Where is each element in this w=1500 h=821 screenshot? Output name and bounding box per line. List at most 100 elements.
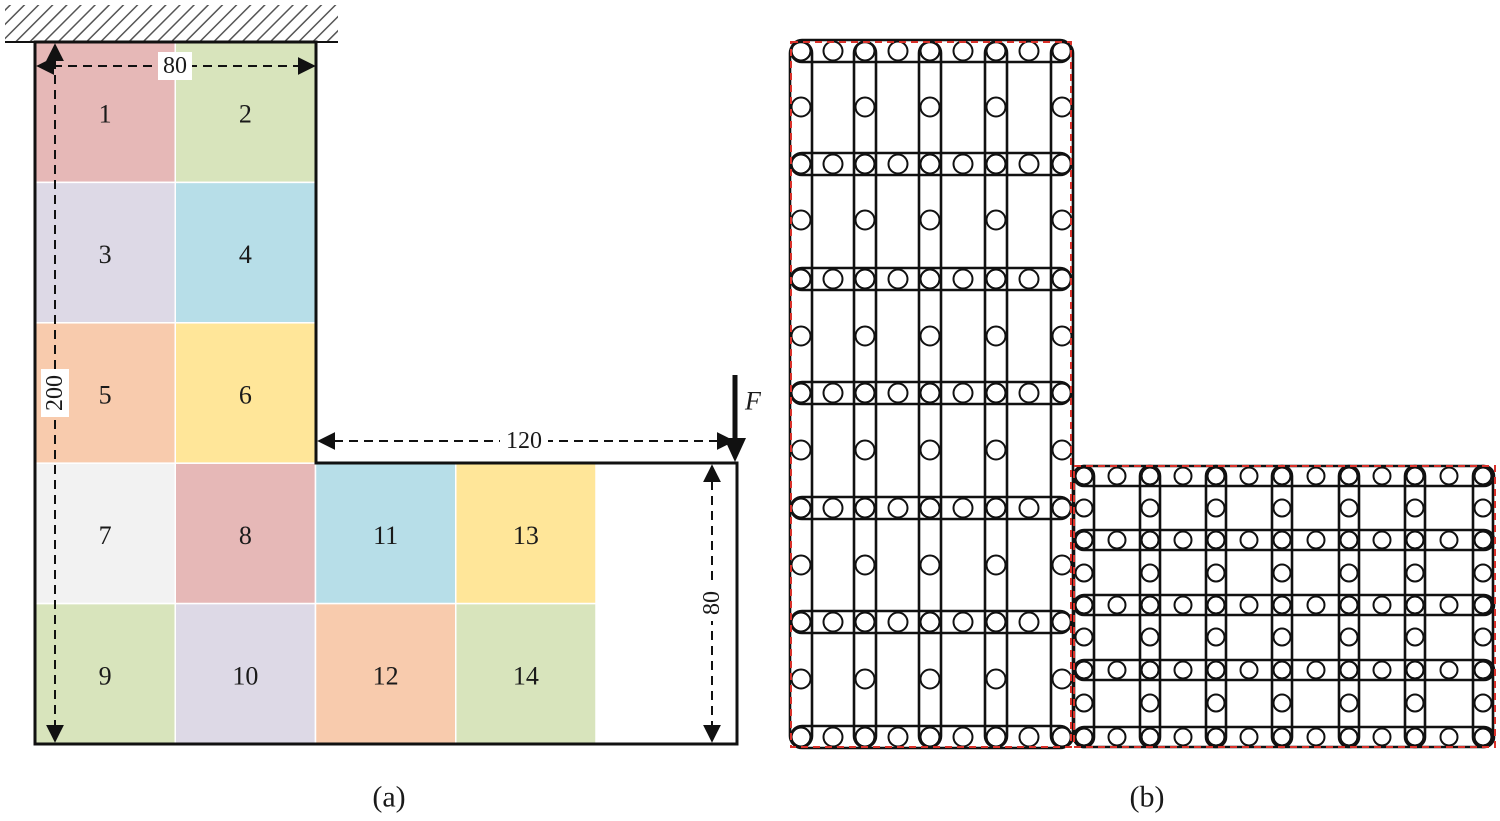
subdomain-cell-fill: [455, 602, 597, 745]
component-bar: [1072, 658, 1496, 682]
component-node: [1074, 530, 1094, 550]
component-node: [1272, 498, 1292, 518]
component-bar: [1072, 593, 1496, 617]
component-node: [1206, 660, 1226, 680]
component-node: [919, 268, 941, 290]
component-node: [1473, 498, 1493, 518]
component-node: [1051, 96, 1073, 118]
component-node: [1018, 40, 1040, 62]
component-node: [854, 40, 876, 62]
component-node: [822, 153, 844, 175]
domain-boundary: [33, 40, 739, 746]
vertical-component: [1072, 464, 1096, 749]
component-node: [1405, 563, 1425, 583]
subdomain-cell: 13: [455, 462, 597, 605]
component-bar: [789, 151, 1073, 177]
horizontal-component: [789, 266, 1073, 292]
horizontal-component: [1072, 464, 1496, 488]
component-node: [1272, 466, 1292, 486]
component-node: [919, 325, 941, 347]
component-node: [854, 268, 876, 290]
component-node: [985, 668, 1007, 690]
component-node: [854, 611, 876, 633]
component-node: [919, 611, 941, 633]
subdomain-cell: 2: [174, 41, 317, 184]
component-node: [1140, 498, 1160, 518]
component-node: [1272, 727, 1292, 747]
subdomain-cell: 7: [34, 462, 176, 605]
component-node: [790, 325, 812, 347]
horizontal-component: [789, 724, 1073, 750]
component-node: [1206, 627, 1226, 647]
component-bar: [983, 40, 1009, 749]
component-node: [854, 96, 876, 118]
component-node: [1018, 382, 1040, 404]
component-node: [1339, 563, 1359, 583]
component-node: [854, 325, 876, 347]
component-bar: [789, 380, 1073, 406]
component-node: [1051, 726, 1073, 748]
component-node: [854, 153, 876, 175]
component-bar: [1471, 464, 1495, 749]
component-node: [1206, 498, 1226, 518]
component-node: [1051, 668, 1073, 690]
component-node: [985, 439, 1007, 461]
component-node: [887, 40, 909, 62]
component-bar: [1270, 464, 1294, 749]
component-node: [1051, 382, 1073, 404]
component-node: [919, 96, 941, 118]
component-node: [1239, 595, 1259, 615]
component-node: [1339, 530, 1359, 550]
component-node: [1339, 627, 1359, 647]
vertical-component: [788, 40, 814, 749]
component-node: [985, 268, 1007, 290]
vertical-component: [1138, 464, 1162, 749]
component-node: [1473, 563, 1493, 583]
component-node: [1372, 595, 1392, 615]
component-node: [790, 268, 812, 290]
component-node: [952, 268, 974, 290]
component-node: [1405, 498, 1425, 518]
component-node: [1306, 727, 1326, 747]
subdomain-cell-number: 9: [99, 661, 112, 690]
component-node: [822, 268, 844, 290]
component-node: [1439, 466, 1459, 486]
component-bar: [1403, 464, 1427, 749]
component-node: [887, 268, 909, 290]
component-node: [1051, 153, 1073, 175]
component-node: [1074, 660, 1094, 680]
component-bar: [1072, 464, 1496, 488]
component-node: [1173, 466, 1193, 486]
component-node: [1051, 209, 1073, 231]
component-node: [790, 96, 812, 118]
vertical-component: [983, 40, 1009, 749]
component-node: [1306, 466, 1326, 486]
component-node: [790, 668, 812, 690]
horizontal-component: [789, 380, 1073, 406]
component-node: [1405, 660, 1425, 680]
component-node: [1051, 554, 1073, 576]
component-node: [854, 382, 876, 404]
component-node: [1107, 660, 1127, 680]
component-node: [1372, 660, 1392, 680]
component-node: [1018, 497, 1040, 519]
component-node: [1239, 660, 1259, 680]
component-node: [985, 497, 1007, 519]
component-node: [1074, 595, 1094, 615]
subdomain-cell: 10: [174, 602, 317, 745]
caption-b: (b): [1130, 781, 1165, 814]
dim-label-bg-height: [41, 369, 69, 417]
component-node: [887, 153, 909, 175]
component-bar: [789, 495, 1073, 521]
component-node: [1473, 627, 1493, 647]
component-node: [822, 497, 844, 519]
component-node: [790, 554, 812, 576]
subdomain-cell-number: 5: [99, 381, 112, 410]
dim-label-bg-top-width: [158, 52, 192, 80]
subdomain-cell: 4: [174, 181, 317, 324]
subdomain-cell-number: 3: [99, 240, 112, 269]
component-node: [790, 40, 812, 62]
component-node: [1272, 595, 1292, 615]
subdomain-cell-fill: [174, 181, 317, 324]
